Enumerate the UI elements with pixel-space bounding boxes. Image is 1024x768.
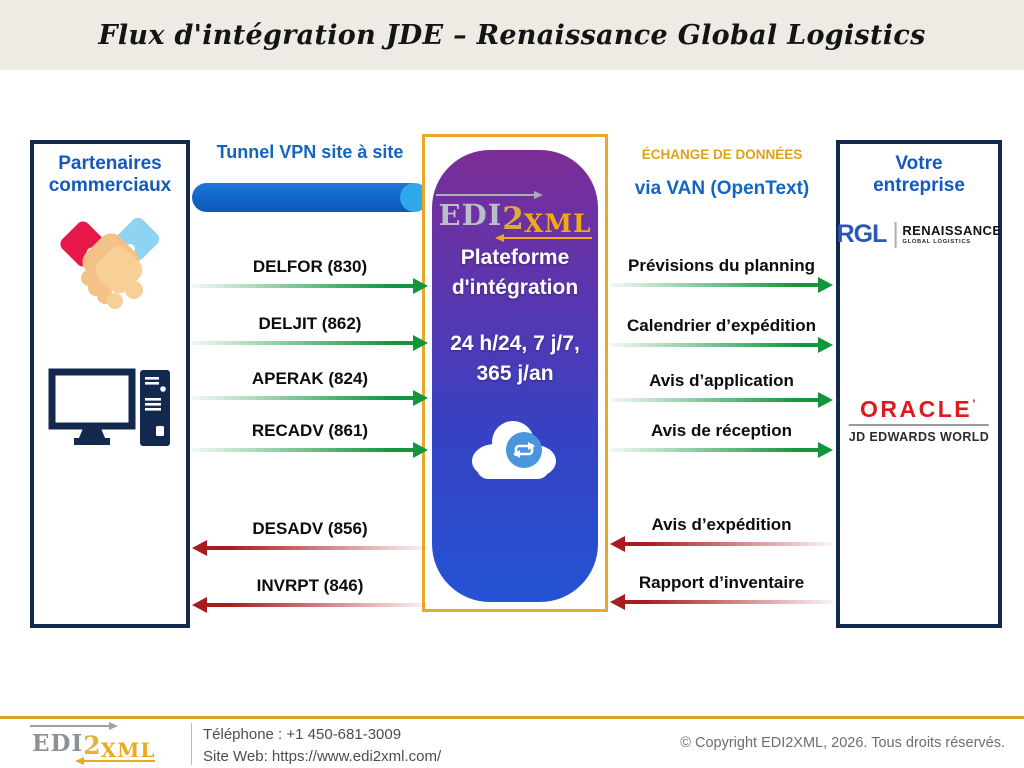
handshake-icon — [51, 204, 169, 321]
company-box-title: Votre entreprise — [840, 153, 998, 197]
footer-phone: Téléphone : +1 450-681-3009 — [203, 726, 402, 743]
oracle-jde-logo: ORACLE’ JD EDWARDS WORLD — [848, 398, 990, 444]
vpn-tunnel-label: Tunnel VPN site à site — [216, 142, 404, 162]
platform-availability-line1: 24 h/24, 7 j/7, — [450, 332, 580, 355]
flow-label: Avis d’expédition — [651, 515, 792, 534]
flow-label: Calendrier d’expédition — [627, 316, 816, 335]
footer-contact: Téléphone : +1 450-681-3009 Site Web: ht… — [203, 724, 441, 768]
flow-invrpt-846: INVRPT (846) — [192, 576, 428, 613]
arrow-right-icon — [192, 335, 428, 351]
footer-logo-arrow-left-icon — [75, 757, 156, 765]
flow-label: DELJIT (862) — [258, 314, 362, 333]
arrow-left-icon — [610, 594, 833, 610]
flow-calendrier-expedition: Calendrier d’expédition — [610, 316, 833, 353]
rgl-logo-abbr: RGL — [836, 220, 888, 248]
rgl-logo-sub: GLOBAL LOGISTICS — [902, 238, 971, 245]
flow-deljit-862: DELJIT (862) — [192, 314, 428, 351]
flow-label: DESADV (856) — [252, 519, 368, 538]
footer-separator — [191, 723, 192, 765]
flow-avis-application: Avis d’application — [610, 371, 833, 408]
footer-logo-xml: XML — [100, 738, 156, 762]
flow-recadv-861: RECADV (861) — [192, 421, 428, 458]
vpn-tunnel-pipe — [192, 183, 429, 212]
footer-divider — [0, 716, 1024, 719]
arrow-left-icon — [192, 540, 428, 556]
flow-delfor-830: DELFOR (830) — [192, 257, 428, 294]
rgl-logo: RGL RENAISSANCE GLOBAL LOGISTICS — [837, 220, 1002, 249]
page-title: Flux d'intégration JDE – Renaissance Glo… — [98, 19, 926, 51]
flow-desadv-856: DESADV (856) — [192, 519, 428, 556]
partners-title-line1: Partenaires — [58, 153, 162, 174]
arrow-right-icon — [192, 442, 428, 458]
platform-frame: EDI2XML Plateforme d'intégration 24 h/24… — [422, 134, 608, 612]
flow-label: DELFOR (830) — [252, 257, 368, 276]
flow-avis-expedition: Avis d’expédition — [610, 515, 833, 552]
edi2xml-logo-edi: EDI — [438, 198, 503, 232]
platform-name-line1: Plateforme — [460, 246, 570, 269]
edi2xml-logo: EDI2XML — [436, 190, 593, 243]
flow-rapport-inventaire: Rapport d’inventaire — [610, 573, 833, 610]
edi2xml-logo-xml: XML — [523, 209, 592, 238]
flow-label: Rapport d’inventaire — [638, 573, 805, 592]
flow-avis-reception: Avis de réception — [610, 421, 833, 458]
arrow-right-icon — [610, 337, 833, 353]
platform-panel: EDI2XML Plateforme d'intégration 24 h/24… — [432, 150, 598, 602]
footer-website: Site Web: https://www.edi2xml.com/ — [203, 748, 442, 765]
arrow-right-icon — [192, 390, 428, 406]
flow-label: Prévisions du planning — [627, 256, 816, 275]
footer-logo-edi: EDI — [32, 730, 84, 757]
oracle-mark: ’ — [972, 397, 978, 411]
platform-name-line2: d'intégration — [451, 276, 579, 299]
platform-availability-line2: 365 j/an — [476, 362, 554, 385]
flow-label: Avis de réception — [650, 421, 793, 440]
arrow-right-icon — [610, 392, 833, 408]
footer-logo-arrow-right-icon — [30, 722, 118, 730]
flow-aperak-824: APERAK (824) — [192, 369, 428, 406]
flow-previsions-planning: Prévisions du planning — [610, 256, 833, 293]
flow-label: Avis d’application — [649, 371, 794, 390]
footer-edi2xml-logo: EDI2XML — [30, 722, 157, 765]
cloud-sync-icon — [465, 415, 565, 486]
oracle-logo-sub: JD EDWARDS WORLD — [848, 430, 990, 444]
logo-arrow-left-icon — [494, 234, 592, 242]
arrow-right-icon — [192, 278, 428, 294]
exchange-caption: ÉCHANGE DE DONNÉES — [641, 147, 803, 162]
flow-label: INVRPT (846) — [256, 576, 364, 595]
company-box: Votre entreprise RGL RENAISSANCE GLOBAL … — [836, 140, 1002, 628]
oracle-wordmark: ORACLE — [860, 396, 973, 422]
van-caption: via VAN (OpenText) — [634, 178, 810, 199]
arrow-right-icon — [610, 277, 833, 293]
flow-label: APERAK (824) — [251, 369, 369, 388]
partners-box: Partenaires commerciaux — [30, 140, 190, 628]
oracle-logo-name: ORACLE’ — [849, 398, 989, 421]
oracle-rule — [848, 424, 990, 426]
company-title-line2: entreprise — [873, 174, 965, 196]
arrow-right-icon — [610, 442, 833, 458]
partners-box-title: Partenaires commerciaux — [34, 153, 186, 197]
rgl-divider — [894, 221, 897, 248]
footer-logo-two: 2 — [83, 731, 101, 760]
footer-copyright: © Copyright EDI2XML, 2026. Tous droits r… — [680, 735, 1005, 751]
arrow-left-icon — [610, 536, 833, 552]
title-band: Flux d'intégration JDE – Renaissance Glo… — [0, 0, 1024, 70]
company-title-line1: Votre — [895, 153, 943, 174]
edi2xml-logo-two: 2 — [502, 201, 524, 237]
logo-arrow-right-icon — [436, 191, 544, 199]
flow-label: RECADV (861) — [251, 421, 369, 440]
partners-title-line2: commerciaux — [48, 174, 172, 196]
arrow-left-icon — [192, 597, 428, 613]
rgl-logo-name: RENAISSANCE — [902, 222, 1002, 238]
computer-icon — [48, 368, 172, 465]
